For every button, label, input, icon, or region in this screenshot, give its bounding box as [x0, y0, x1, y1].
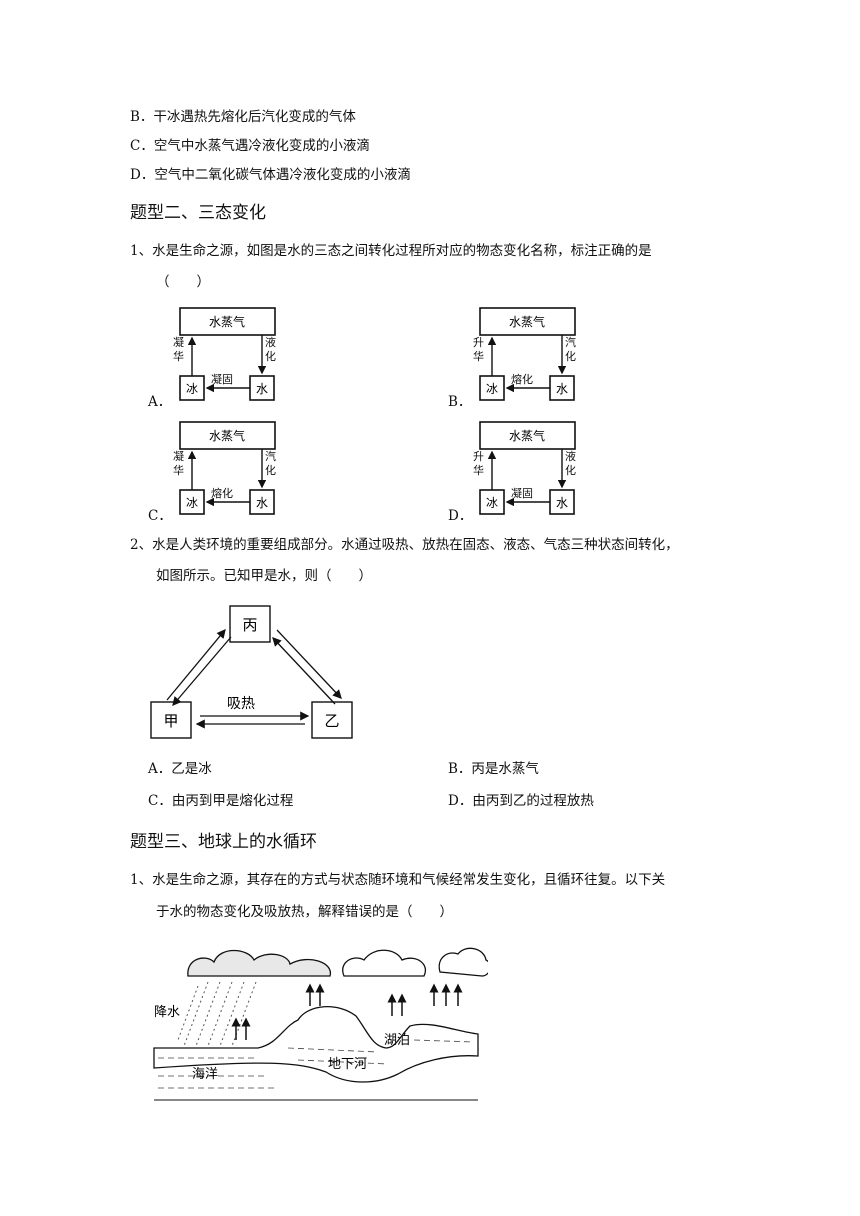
q2-option-b: B．丙是水蒸气: [448, 761, 539, 777]
label-lake: 湖泊: [384, 1033, 410, 1048]
svg-text:水蒸气: 水蒸气: [509, 314, 545, 329]
svg-text:水: 水: [556, 382, 568, 396]
s3-q1-stem-line2: 于水的物态变化及吸放热，解释错误的是（ ）: [156, 904, 453, 920]
bottom-arrow-label: 熔化: [511, 373, 533, 386]
svg-text:水: 水: [556, 496, 568, 510]
q1-option-b-letter: B．: [448, 394, 472, 410]
side-label-left: 凝华: [173, 336, 184, 363]
side-label-right: 汽化: [565, 336, 576, 363]
side-label-left: 凝华: [173, 450, 184, 477]
q1-stem-line2: （ ）: [156, 274, 210, 290]
label-underground-river: 地下河: [328, 1057, 367, 1072]
side-label-right: 汽化: [265, 450, 276, 477]
bottom-arrow-label: 凝固: [511, 487, 533, 500]
section-title-2: 题型二、三态变化: [130, 203, 266, 223]
bottom-arrow-label: 凝固: [211, 373, 233, 386]
label-precipitation: 降水: [154, 1005, 180, 1020]
vapor-box-label: 水蒸气: [209, 314, 245, 329]
svg-text:冰: 冰: [486, 496, 498, 510]
ice-box-label: 冰: [186, 382, 198, 396]
option-d-prev: D．空气中二氧化碳气体遇冷液化变成的小液滴: [130, 167, 411, 183]
side-label-left: 升华: [473, 450, 484, 477]
q2-option-a: A．乙是冰: [148, 761, 212, 777]
svg-text:冰: 冰: [486, 382, 498, 396]
side-label-right: 液化: [565, 450, 576, 477]
q2-option-d: D．由丙到乙的过程放热: [448, 793, 594, 809]
svg-text:水蒸气: 水蒸气: [509, 428, 545, 443]
node-jia: 甲: [163, 712, 178, 730]
s3-q1-stem-line1: 1、水是生命之源，其存在的方式与状态随环境和气候经常发生变化，且循环往复。以下关: [130, 872, 666, 888]
node-bing: 丙: [242, 616, 257, 634]
q2-stem-line1: 2、水是人类环境的重要组成部分。水通过吸热、放热在固态、液态、气态三种状态间转化…: [130, 537, 679, 553]
option-b-prev: B．干冰遇热先熔化后汽化变成的气体: [130, 109, 356, 125]
svg-text:水蒸气: 水蒸气: [209, 428, 245, 443]
svg-text:水: 水: [256, 496, 268, 510]
q1-option-a-letter: A．: [148, 394, 172, 410]
q2-stem-line2: 如图所示。已知甲是水，则（ ）: [156, 568, 372, 584]
bottom-arrow-label: 熔化: [211, 487, 233, 500]
side-label-right: 液化: [265, 336, 276, 363]
node-yi: 乙: [324, 712, 339, 730]
arrow-label-absorb-heat: 吸热: [227, 696, 255, 712]
q1-stem-line1: 1、水是生命之源，如图是水的三态之间转化过程所对应的物态变化名称，标注正确的是: [130, 243, 652, 259]
water-box-label: 水: [256, 382, 268, 396]
label-ocean: 海洋: [192, 1067, 218, 1082]
section-title-3: 题型三、地球上的水循环: [130, 832, 317, 852]
q1-option-d-letter: D．: [448, 508, 473, 524]
side-label-left: 升华: [473, 336, 484, 363]
q1-option-c-letter: C．: [148, 508, 172, 524]
svg-text:冰: 冰: [186, 496, 198, 510]
option-c-prev: C．空气中水蒸气遇冷液化变成的小液滴: [130, 138, 370, 154]
q2-option-c: C．由丙到甲是熔化过程: [148, 793, 294, 809]
